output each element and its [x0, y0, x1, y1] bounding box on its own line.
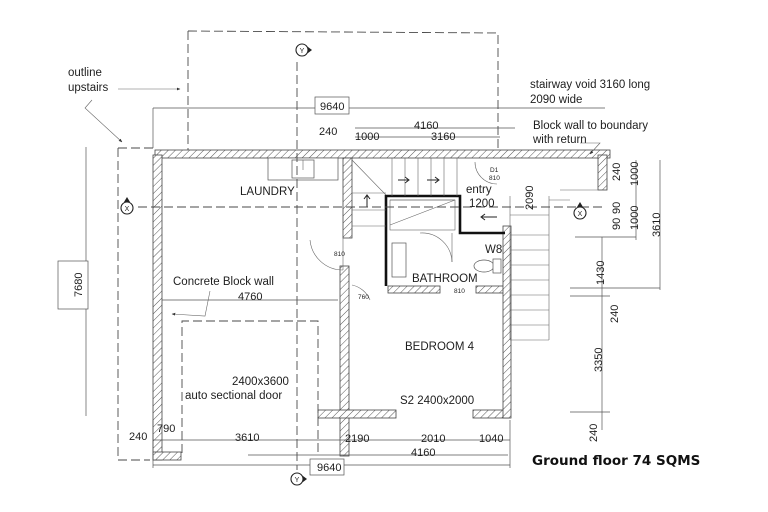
toilet-icon	[473, 259, 495, 273]
dim-right-1430: 1430	[595, 261, 607, 285]
door-d1-width: 810	[489, 175, 500, 182]
staircase	[351, 158, 600, 341]
garage-door-outline	[181, 320, 319, 453]
dim-bottom-240: 240	[129, 431, 147, 443]
dim-inner-4760: 4760	[238, 291, 262, 303]
window-w8-label: W8	[485, 244, 502, 256]
note-outline-line2: upstairs	[68, 82, 109, 94]
dim-box-top	[314, 96, 350, 115]
bathroom-fixtures	[391, 242, 502, 278]
dim-right-1000a: 1000	[629, 162, 641, 186]
dim-box-left	[57, 260, 89, 310]
leader-lines	[84, 87, 601, 317]
door-laundry-width: 810	[334, 251, 345, 258]
door-bathroom-width: 810	[454, 288, 465, 295]
note-outline-line1: outline	[68, 67, 102, 79]
dim-bottom-2190: 2190	[345, 433, 369, 445]
note-block-wall-line2: with return	[532, 134, 587, 146]
dim-bottom-overall: 9640	[317, 462, 341, 474]
vanity	[391, 242, 407, 278]
laundry-tub	[267, 157, 339, 181]
note-stair-void-line1: stairway void 3160 long	[530, 79, 650, 91]
note-garage-door-line2: auto sectional door	[185, 390, 282, 402]
svg-text:Y: Y	[295, 477, 300, 484]
dim-bottom-2010: 2010	[421, 433, 445, 445]
dim-right-90b: 90	[611, 218, 623, 230]
entry-label: entry	[466, 184, 492, 196]
dim-left-overall: 7680	[73, 273, 85, 297]
dim-bottom-790: 790	[157, 423, 175, 435]
note-block-wall-line1: Block wall to boundary	[533, 120, 648, 132]
dim-right-3350: 3350	[593, 348, 605, 372]
note-garage-door-line1: 2400x3600	[232, 376, 289, 388]
upstairs-outline	[117, 30, 499, 461]
note-concrete-wall: Concrete Block wall	[173, 276, 274, 288]
door-bedroom-width: 760	[358, 294, 369, 301]
section-lines	[138, 62, 605, 470]
dim-right-240b: 240	[609, 305, 621, 323]
section-marker-bottom: Y	[290, 472, 307, 486]
dim-top-240: 240	[319, 126, 337, 138]
walls	[152, 149, 611, 461]
dim-right-240c: 240	[588, 424, 600, 442]
plan-title: Ground floor 74 SQMS	[532, 453, 700, 469]
dim-top-overall: 9640	[320, 101, 344, 113]
section-marker-right: X	[573, 202, 587, 220]
dim-right-3610: 3610	[651, 213, 663, 237]
window-s2-label: S2 2400x2000	[400, 395, 474, 407]
section-marker-left: X	[120, 197, 134, 215]
svg-text:Y: Y	[300, 48, 305, 55]
dim-right-1000b: 1000	[629, 206, 641, 230]
dim-top-3160: 3160	[431, 131, 455, 143]
section-marker-top: Y	[295, 43, 312, 57]
dim-top-1000: 1000	[355, 131, 379, 143]
room-label-laundry: LAUNDRY	[240, 186, 295, 198]
dim-top-4160: 4160	[414, 120, 438, 132]
dim-box-bottom	[309, 458, 345, 476]
dim-bottom-4160: 4160	[411, 447, 435, 459]
svg-text:X: X	[125, 206, 130, 213]
dim-bottom-3610: 3610	[235, 432, 259, 444]
door-swings	[309, 161, 498, 301]
dim-right-240a: 240	[611, 163, 623, 181]
room-label-bathroom: BATHROOM	[412, 273, 478, 285]
door-d1-label: D1	[490, 167, 499, 174]
dim-stair-2090: 2090	[524, 186, 536, 210]
dim-right-90a: 90	[611, 202, 623, 214]
room-label-bedroom: BEDROOM 4	[405, 341, 475, 353]
note-stair-void-line2: 2090 wide	[530, 94, 582, 106]
entry-width: 1200	[469, 198, 495, 210]
svg-text:X: X	[578, 211, 583, 218]
dim-bottom-1040: 1040	[479, 433, 503, 445]
